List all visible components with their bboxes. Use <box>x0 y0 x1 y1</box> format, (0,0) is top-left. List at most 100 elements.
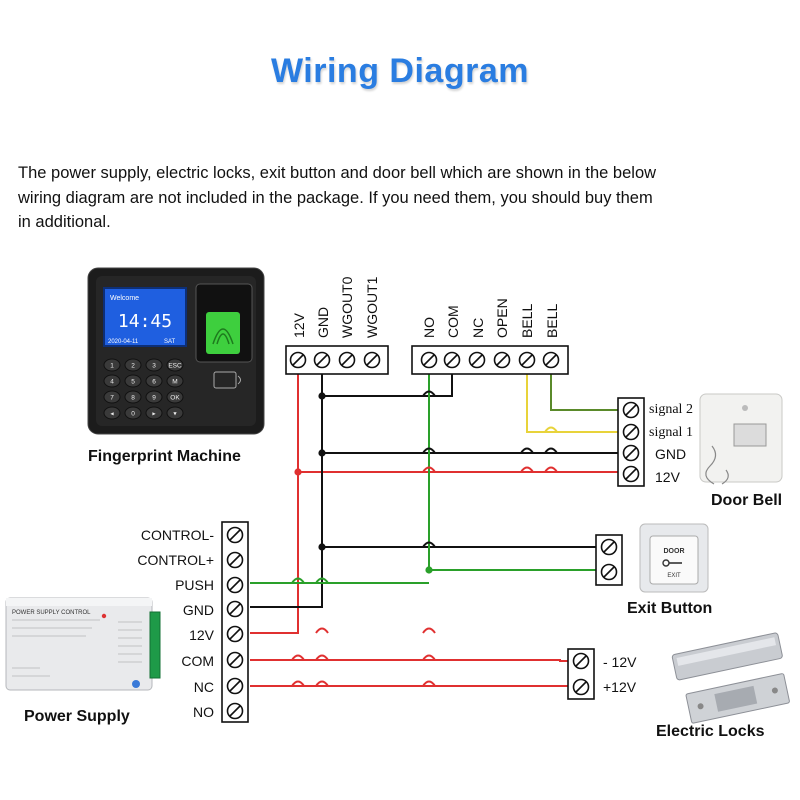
screen-time: 14:45 <box>118 311 172 332</box>
wires <box>250 371 628 687</box>
keypad-key: 7 <box>103 390 121 404</box>
svg-text:▾: ▾ <box>173 411 177 418</box>
term-label-wgout1: WGOUT1 <box>364 276 380 338</box>
term-label-bell-1: BELL <box>519 303 535 338</box>
keypad-key: 9 <box>145 390 163 404</box>
screw-psu-3 <box>226 600 244 618</box>
keypad-key: 8 <box>124 390 142 404</box>
term-label-no: NO <box>421 317 437 338</box>
term-label-open: OPEN <box>494 298 510 338</box>
screw-machine-power-3 <box>363 351 381 369</box>
keypad-key: 4 <box>103 374 121 388</box>
screw-lock-0 <box>572 652 590 670</box>
term-label-wgout0: WGOUT0 <box>339 276 355 338</box>
svg-text:4: 4 <box>110 379 114 386</box>
door-bell-device <box>699 393 783 485</box>
screw-psu-1 <box>226 551 244 569</box>
screw-machine-relay-0 <box>420 351 438 369</box>
screen-date: 2020-04-11 <box>108 339 139 345</box>
screw-psu-7 <box>226 702 244 720</box>
keypad-key: ▸ <box>145 406 163 420</box>
svg-text:ESC: ESC <box>168 363 182 370</box>
svg-text:7: 7 <box>110 395 114 402</box>
screw-psu-5 <box>226 651 244 669</box>
bell-label-12v: 12V <box>655 469 680 485</box>
screw-bell-1 <box>622 423 640 441</box>
lock-label-plus-12v: +12V <box>603 679 637 695</box>
wire-bell-signal1 <box>526 371 628 433</box>
page-title: Wiring Diagram <box>271 52 529 90</box>
term-label-gnd: GND <box>315 306 331 338</box>
caption-power-supply: Power Supply <box>24 708 130 725</box>
keypad-key: 5 <box>124 374 142 388</box>
exit-button-device: DOOR EXIT <box>639 523 709 593</box>
keypad-key: ESC <box>166 358 184 372</box>
bell-label-signal-1: signal 1 <box>649 425 693 440</box>
screw-exit-1 <box>600 563 618 581</box>
term-label-nc: NC <box>470 317 486 338</box>
caption-electric-locks: Electric Locks <box>656 723 765 740</box>
caption-door-bell: Door Bell <box>711 492 783 509</box>
screen-welcome: Welcome <box>110 295 139 302</box>
keypad-key: 6 <box>145 374 163 388</box>
caption-exit-button: Exit Button <box>627 600 713 617</box>
screw-machine-power-0 <box>289 351 307 369</box>
psu-label-no: NO <box>193 704 214 720</box>
screw-machine-relay-4 <box>518 351 536 369</box>
psu-label-push: PUSH <box>175 577 214 593</box>
power-supply-device: POWER SUPPLY CONTROL <box>5 597 161 691</box>
screw-bell-0 <box>622 401 640 419</box>
terminal-block-machine-relay <box>411 345 569 375</box>
junction-dots <box>294 392 433 574</box>
psu-label-nc: NC <box>193 679 214 695</box>
bell-label-gnd: GND <box>655 446 687 462</box>
keypad-key: OK <box>166 390 184 404</box>
intro-line-1: The power supply, electric locks, exit b… <box>18 164 657 182</box>
lock-label-minus-12v: - 12V <box>603 654 637 670</box>
fingerprint-sensor <box>206 312 240 354</box>
intro-line-2: wiring diagram are not included in the p… <box>18 189 653 207</box>
term-label-com: COM <box>445 305 461 338</box>
psu-label-com: COM <box>181 653 214 669</box>
screw-bell-3 <box>622 465 640 483</box>
machine-screen <box>103 287 187 347</box>
svg-text:M: M <box>172 379 177 386</box>
screw-exit-0 <box>600 538 618 556</box>
psu-label-gnd: GND <box>182 602 214 618</box>
psu-label-12v: 12V <box>189 627 214 643</box>
svg-text:◂: ◂ <box>110 411 114 418</box>
keypad-key: 1 <box>103 358 121 372</box>
power-supply-label: POWER SUPPLY CONTROL <box>12 610 91 616</box>
wire-12v-machine-to-psu <box>250 371 299 634</box>
screw-machine-power-1 <box>313 351 331 369</box>
screw-psu-6 <box>226 677 244 695</box>
term-label-12v: 12V <box>291 313 307 338</box>
intro-line-3: in additional. <box>18 213 111 231</box>
keypad-key: M <box>166 374 184 388</box>
screw-machine-relay-1 <box>443 351 461 369</box>
svg-text:6: 6 <box>152 379 156 386</box>
svg-text:8: 8 <box>131 395 135 402</box>
electric-locks-device <box>671 632 790 724</box>
screw-machine-relay-2 <box>468 351 486 369</box>
screw-machine-relay-5 <box>542 351 560 369</box>
keypad-key: 3 <box>145 358 163 372</box>
bell-label-signal-2: signal 2 <box>649 402 693 417</box>
wire-com-to-lock-minus <box>250 659 570 662</box>
caption-fingerprint-machine: Fingerprint Machine <box>88 448 241 465</box>
svg-text:5: 5 <box>131 379 135 386</box>
wire-bell-signal2 <box>550 371 628 411</box>
keypad-key: ▾ <box>166 406 184 420</box>
screw-machine-power-2 <box>338 351 356 369</box>
wire-no-to-exit <box>428 371 598 571</box>
keypad-key: 0 <box>124 406 142 420</box>
screw-lock-1 <box>572 678 590 696</box>
keypad-key: ◂ <box>103 406 121 420</box>
screw-bell-2 <box>622 444 640 462</box>
screw-psu-4 <box>226 625 244 643</box>
term-label-bell-2: BELL <box>544 303 560 338</box>
svg-text:OK: OK <box>170 395 180 402</box>
